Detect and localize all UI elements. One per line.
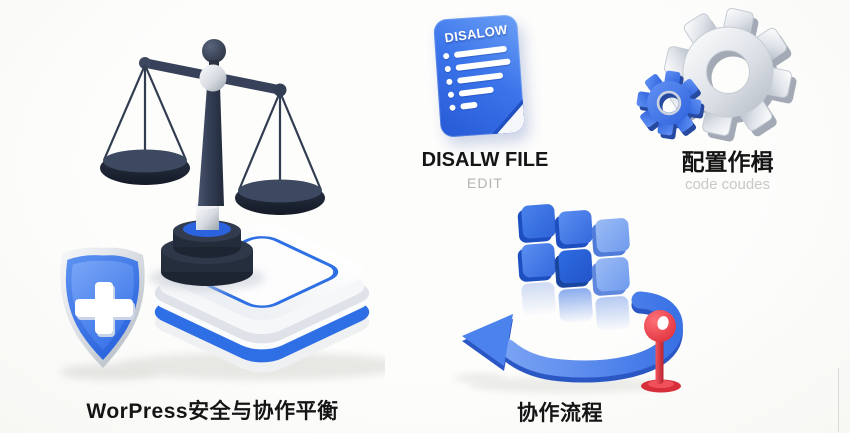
- right-pan: [235, 179, 325, 215]
- document-list-icon: DISALOW: [432, 14, 526, 138]
- file-subtitle: EDIT: [467, 175, 503, 191]
- folded-corner: [495, 103, 526, 134]
- shield-shadow: [60, 364, 160, 380]
- arrowhead: [462, 314, 513, 366]
- list-line: [458, 86, 495, 97]
- list-line: [455, 58, 511, 71]
- arrow-shadow: [468, 377, 668, 393]
- gears-subtitle: code coudes: [684, 176, 771, 193]
- list-line: [460, 101, 478, 110]
- bullet-dot: [446, 78, 453, 86]
- cross-icon: [75, 282, 135, 337]
- big-gear: [664, 8, 792, 136]
- list-line: [453, 45, 508, 59]
- page-edge-line: [838, 368, 839, 432]
- small-gear: [636, 70, 702, 136]
- shield-cross-icon: [60, 247, 145, 368]
- bullet-dot: [449, 104, 456, 112]
- arrowhead-shadow: [454, 373, 506, 383]
- bullet-dot: [442, 52, 450, 60]
- left-pan: [100, 149, 190, 185]
- scale-pedestal: [161, 201, 253, 286]
- scale-column: [198, 86, 224, 206]
- bullet-dot: [444, 65, 452, 73]
- file-title: DISALW FILE: [421, 149, 549, 171]
- workflow-caption: 协作流程: [517, 402, 603, 425]
- two-gears-icon: [636, 8, 797, 142]
- knob-neck: [209, 60, 219, 69]
- balance-caption: WorPress安全与协作平衡: [86, 400, 339, 423]
- list-line: [456, 72, 504, 84]
- map-pin-icon: [641, 310, 681, 393]
- scale-knob: [202, 39, 226, 63]
- balance-scale-icon: [60, 39, 385, 380]
- gears-title: 配置作楫: [681, 149, 774, 175]
- bullet-dot: [447, 91, 455, 99]
- file-badge-label: DISALOW: [443, 21, 509, 46]
- pan-strings: [102, 64, 323, 196]
- workflow-illustration: [454, 204, 683, 393]
- beam-joint: [199, 64, 227, 92]
- grid-blocks-icon: [517, 204, 630, 331]
